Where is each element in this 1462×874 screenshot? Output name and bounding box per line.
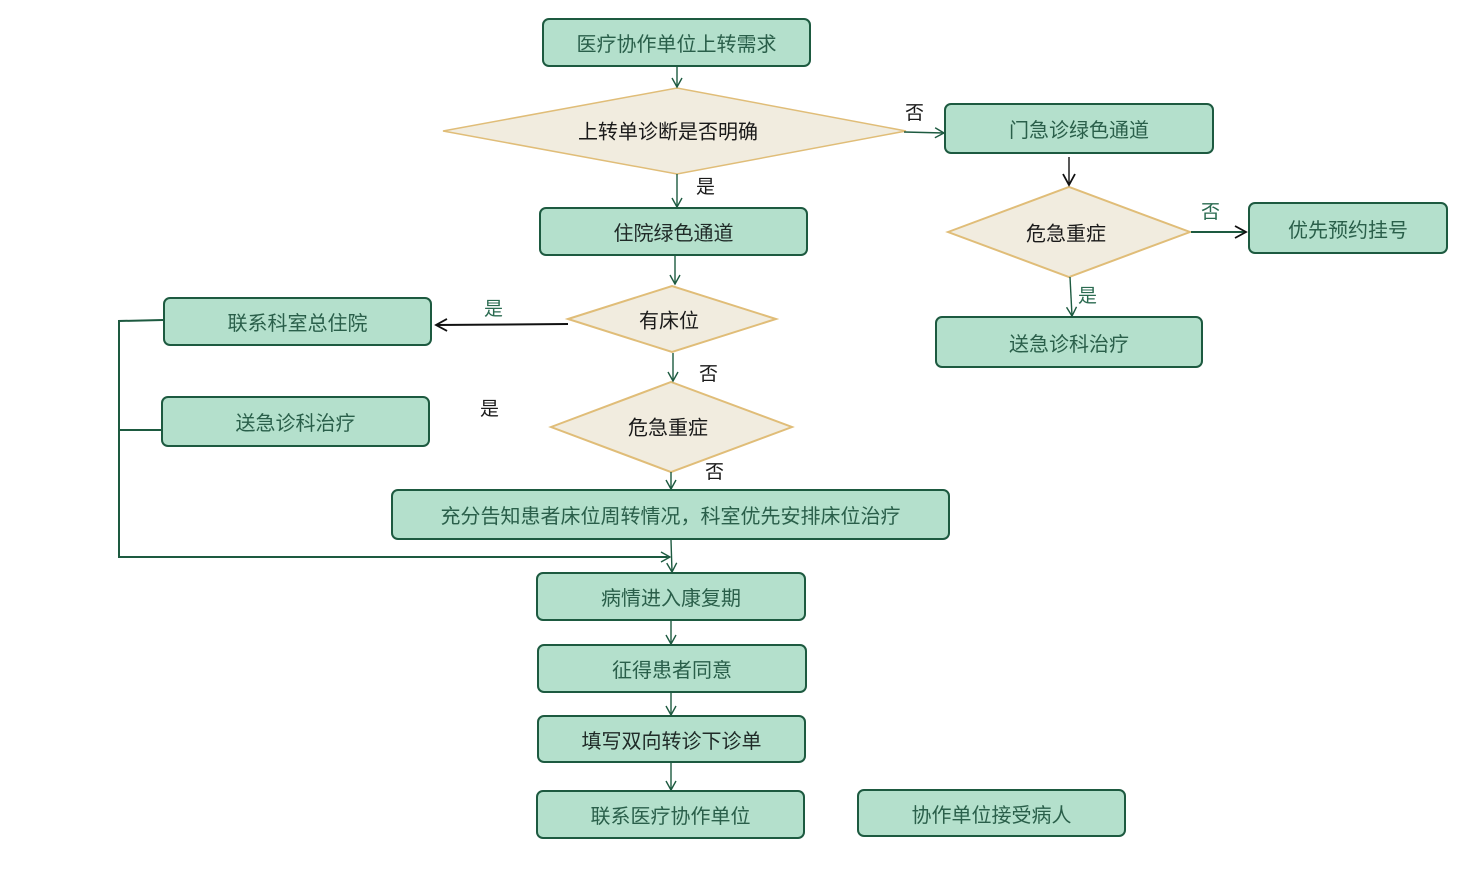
node-emergency-channel: 门急诊绿色通道 xyxy=(944,103,1214,154)
diamond-critical-center xyxy=(548,380,795,474)
diamond-diagnosis-clear xyxy=(442,87,907,175)
edge-label-no-to-inform: 否 xyxy=(705,461,725,483)
node-emergency-treat-right: 送急诊科治疗 xyxy=(935,316,1203,368)
node-consent: 征得患者同意 xyxy=(537,644,807,693)
edge-label-yes-contact: 是 xyxy=(484,298,504,320)
edge-diagnosis-to-emergency-channel xyxy=(903,127,946,139)
node-start: 医疗协作单位上转需求 xyxy=(542,18,811,67)
diamond-diagnosis-clear-label: 上转单诊断是否明确 xyxy=(578,119,758,144)
edge-critical-right-to-treat xyxy=(1065,276,1078,318)
node-inpatient-channel: 住院绿色通道 xyxy=(539,207,808,256)
diamond-critical-right xyxy=(945,185,1193,279)
edge-label-no-to-critical: 否 xyxy=(699,363,719,385)
diamond-critical-center-label: 危急重症 xyxy=(628,415,708,440)
node-emergency-treat-left: 送急诊科治疗 xyxy=(161,396,430,447)
diamond-critical-right-label: 危急重症 xyxy=(1026,221,1106,246)
bracket-left xyxy=(118,319,667,558)
edge-label-yes-emergency-treat: 是 xyxy=(1078,285,1098,307)
edge-label-no-emergency: 否 xyxy=(905,102,925,124)
node-referral-form: 填写双向转诊下诊单 xyxy=(537,715,806,763)
node-priority-booking: 优先预约挂号 xyxy=(1248,202,1448,254)
edge-bed-to-contact-dept xyxy=(434,318,569,332)
node-inform: 充分告知患者床位周转情况，科室优先安排床位治疗 xyxy=(391,489,950,540)
edge-label-no-priority: 否 xyxy=(1201,201,1221,223)
node-contact-unit: 联系医疗协作单位 xyxy=(536,790,805,839)
node-contact-dept: 联系科室总住院 xyxy=(163,297,432,346)
edge-label-yes-left: 是 xyxy=(480,398,500,420)
diamond-has-bed xyxy=(564,284,780,354)
edge-inform-to-recovery xyxy=(666,539,678,574)
edge-label-yes-inpatient: 是 xyxy=(696,176,716,198)
diamond-has-bed-label: 有床位 xyxy=(639,308,699,333)
node-accept: 协作单位接受病人 xyxy=(857,789,1126,837)
node-recovery: 病情进入康复期 xyxy=(536,572,806,621)
